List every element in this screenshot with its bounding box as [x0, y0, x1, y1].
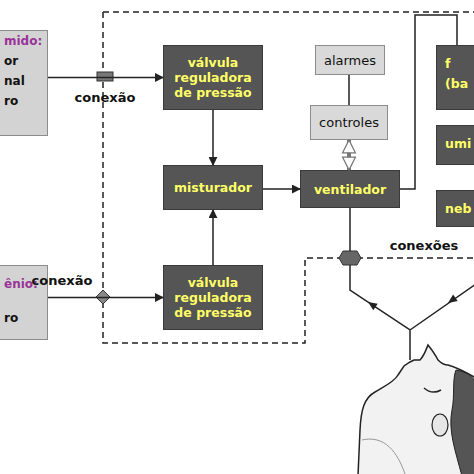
box-label: alarmes [324, 53, 376, 68]
patient-shade [362, 439, 405, 474]
box-label: válvula reguladora de pressão [166, 55, 260, 100]
process-box: válvula reguladora de pressão [163, 45, 263, 110]
connection-label: conexão [32, 273, 93, 288]
box-label: misturador [174, 180, 252, 195]
connector-rect [97, 72, 113, 81]
status-box: alarmes [315, 45, 385, 75]
process-box: neb [436, 190, 474, 227]
box-label: f (ba [445, 54, 468, 94]
flow-arrow [212, 110, 214, 165]
flow-arrow [263, 188, 300, 190]
process-box: f (ba [436, 45, 474, 110]
source-heading: mido: [4, 31, 47, 51]
box-label: ro [4, 308, 18, 328]
connection-label: conexões [390, 238, 459, 253]
tube-line [349, 208, 351, 251]
box-label: neb [445, 199, 471, 219]
connector-diamond [96, 290, 110, 304]
box-label: umi [445, 134, 471, 154]
process-box: ventilador [300, 170, 400, 208]
flow-arrow [48, 297, 163, 299]
patient-ear [432, 414, 448, 436]
flow-arrow [48, 77, 163, 79]
connector-hexagon [339, 251, 361, 265]
system-boundary [103, 12, 474, 343]
flow-arrow [368, 302, 378, 310]
y-tube [350, 265, 474, 360]
patient-eye [424, 388, 441, 392]
box-label: controles [319, 115, 379, 130]
flow-arrow [212, 210, 214, 265]
box-label: ventilador [314, 182, 386, 197]
flow-arrow [448, 295, 458, 304]
process-box: umi [436, 125, 474, 165]
connection-label: conexão [75, 90, 136, 105]
patient-hair [451, 370, 474, 474]
box-label: válvula reguladora de pressão [166, 275, 260, 320]
process-box: válvula reguladora de pressão [163, 265, 263, 330]
patient-head [358, 345, 474, 474]
status-box: controles [310, 105, 388, 140]
process-box: misturador [163, 165, 263, 210]
box-label: or nal ro [4, 51, 25, 111]
source-box: mido:or nal ro [0, 30, 48, 136]
double-arrow [347, 140, 351, 170]
connector-line [348, 75, 350, 105]
